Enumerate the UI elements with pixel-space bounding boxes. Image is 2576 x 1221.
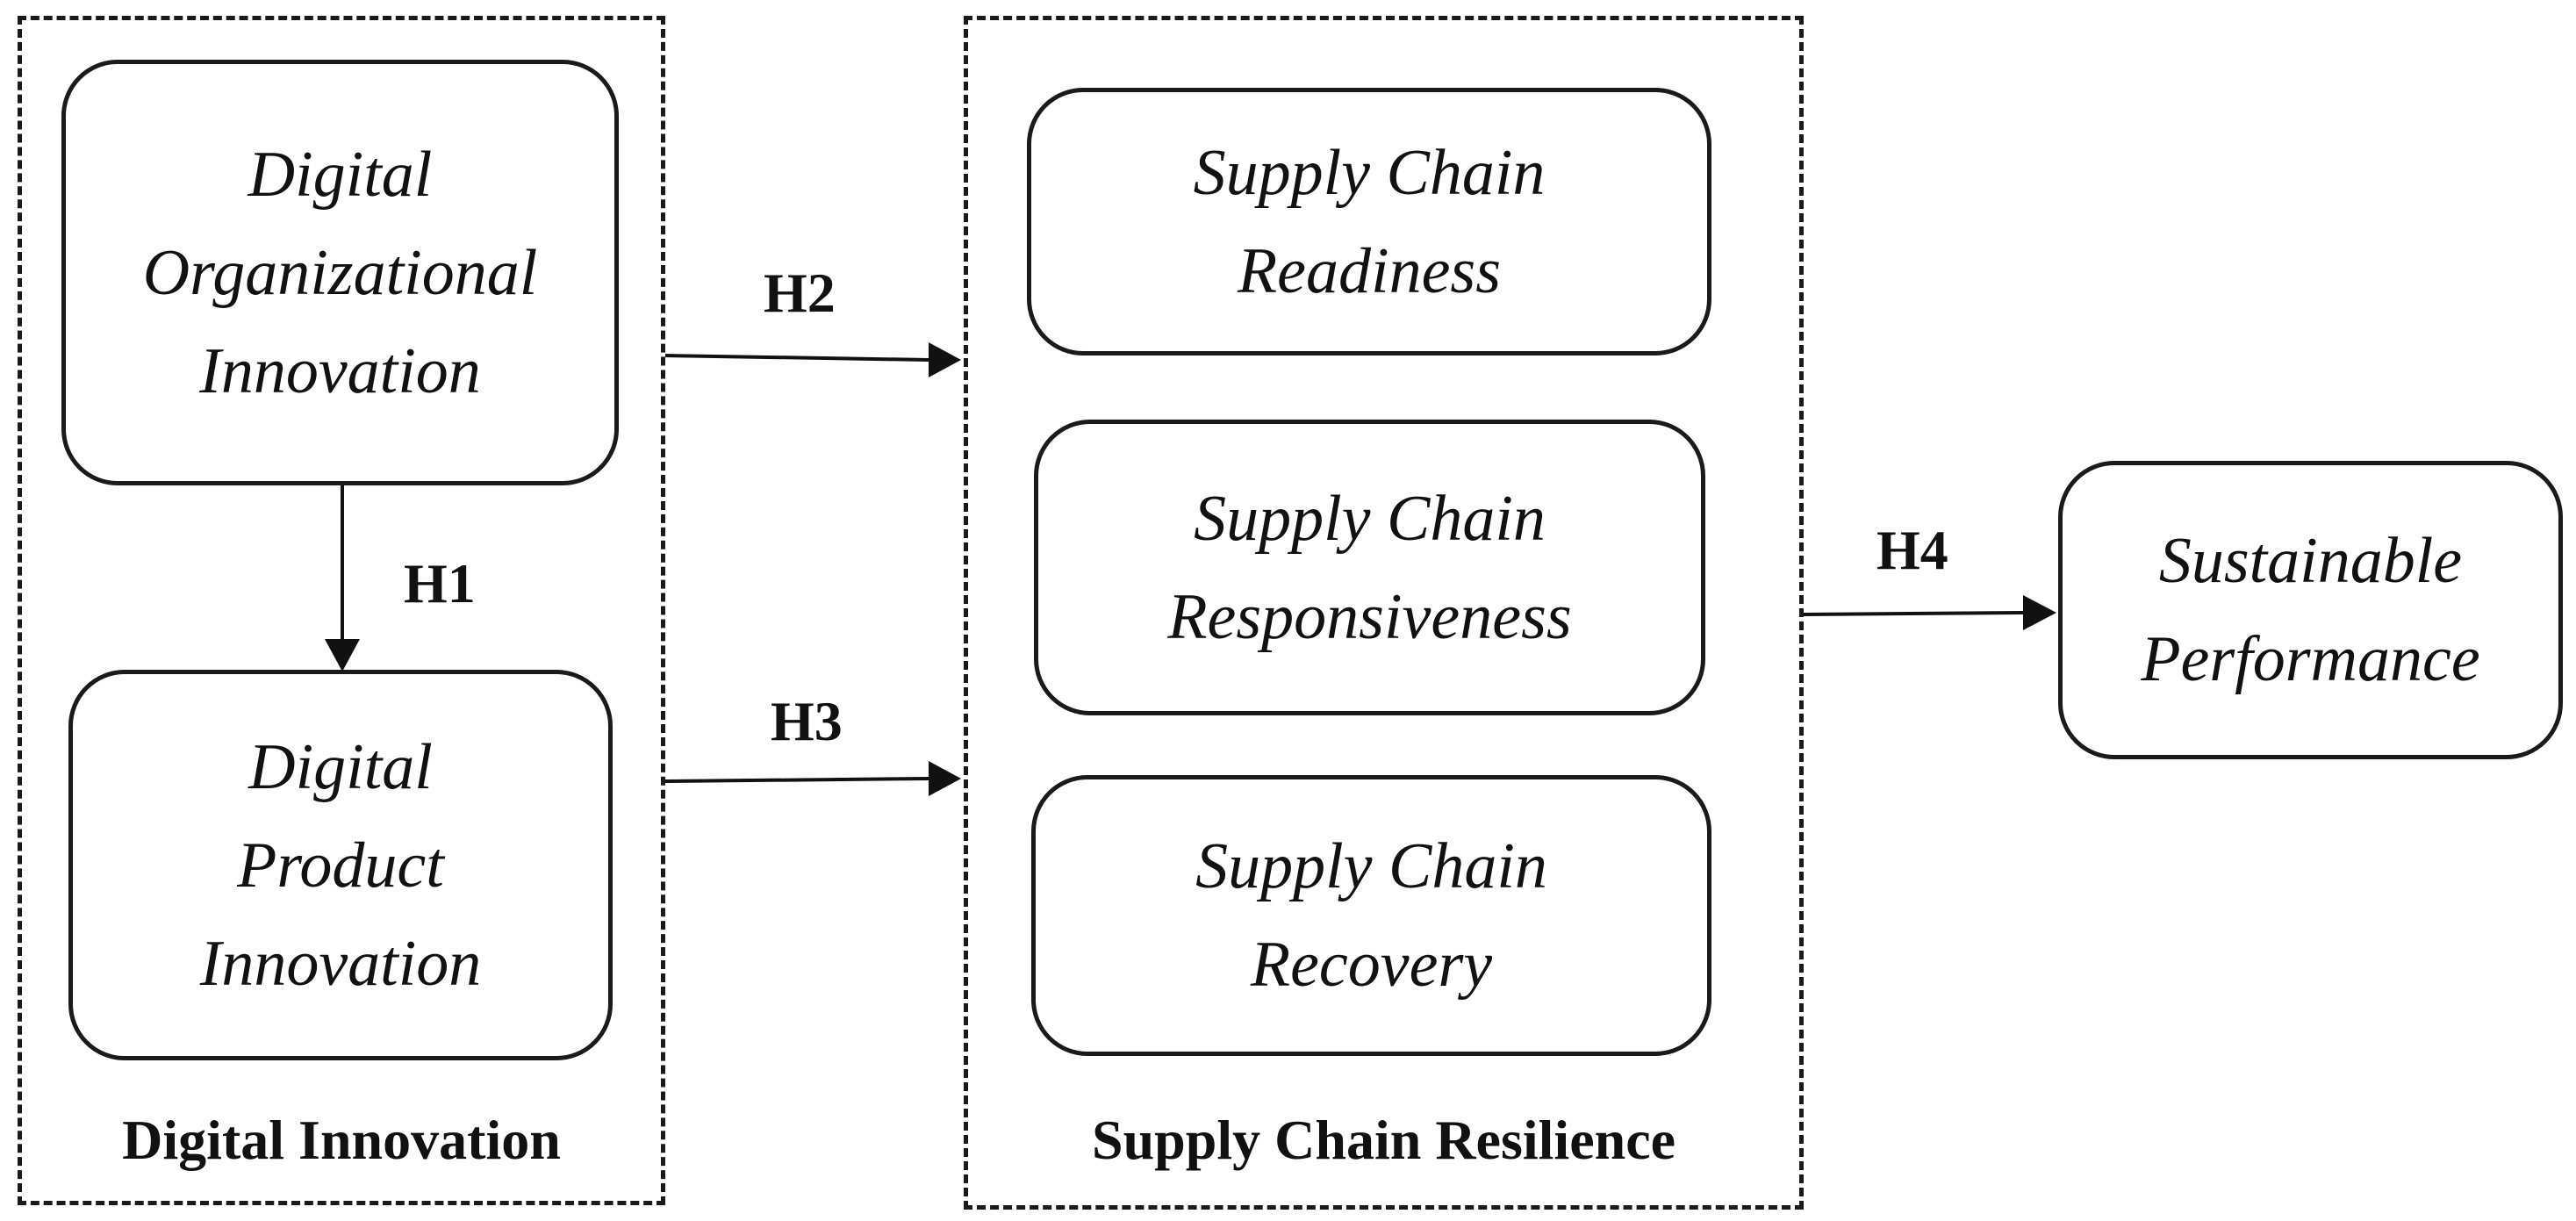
node-label-line: Product	[237, 829, 444, 901]
node-label-line: Performance	[2141, 623, 2480, 695]
node-label-line: Supply Chain	[1195, 830, 1547, 902]
sustainable-performance-node: Sustainable Performance	[2058, 461, 2563, 759]
arrow-h2	[664, 342, 961, 377]
supply-chain-responsiveness-node: Supply Chain Responsiveness	[1034, 420, 1705, 715]
supply-chain-recovery-node: Supply Chain Recovery	[1031, 775, 1711, 1056]
hypothesis-label-h1: H1	[404, 552, 476, 614]
node-label-line: Sustainable	[2158, 525, 2463, 597]
arrow-h3	[664, 761, 961, 796]
node-label-line: Readiness	[1237, 234, 1502, 307]
hypothesis-label-h4: H4	[1876, 519, 1948, 581]
digital-innovation-group	[18, 16, 665, 1205]
node-label-line: Innovation	[199, 927, 482, 1000]
supply-chain-readiness-node: Supply Chain Readiness	[1027, 88, 1711, 356]
arrow-h1	[325, 485, 360, 672]
node-label-line: Recovery	[1250, 929, 1493, 1001]
digital-product-innovation-node: Digital Product Innovation	[68, 670, 613, 1060]
node-label-line: Supply Chain	[1193, 136, 1546, 209]
node-label-line: Innovation	[199, 334, 481, 407]
node-label-line: Digital	[248, 138, 433, 211]
hypothesis-label-h2: H2	[764, 262, 836, 324]
node-label-line: Supply Chain	[1194, 482, 1546, 555]
node-label-line: Organizational	[142, 236, 538, 309]
supply-chain-resilience-group	[964, 16, 1804, 1210]
digital-organizational-innovation-node: Digital Organizational Innovation	[61, 60, 619, 485]
digital-innovation-group-title: Digital Innovation	[122, 1109, 561, 1171]
node-label-line: Responsiveness	[1167, 580, 1572, 653]
supply-chain-resilience-group-title: Supply Chain Resilience	[1091, 1109, 1676, 1171]
hypothesis-label-h3: H3	[771, 690, 843, 752]
node-label-line: Digital	[248, 730, 433, 803]
arrow-h4	[1803, 595, 2056, 630]
